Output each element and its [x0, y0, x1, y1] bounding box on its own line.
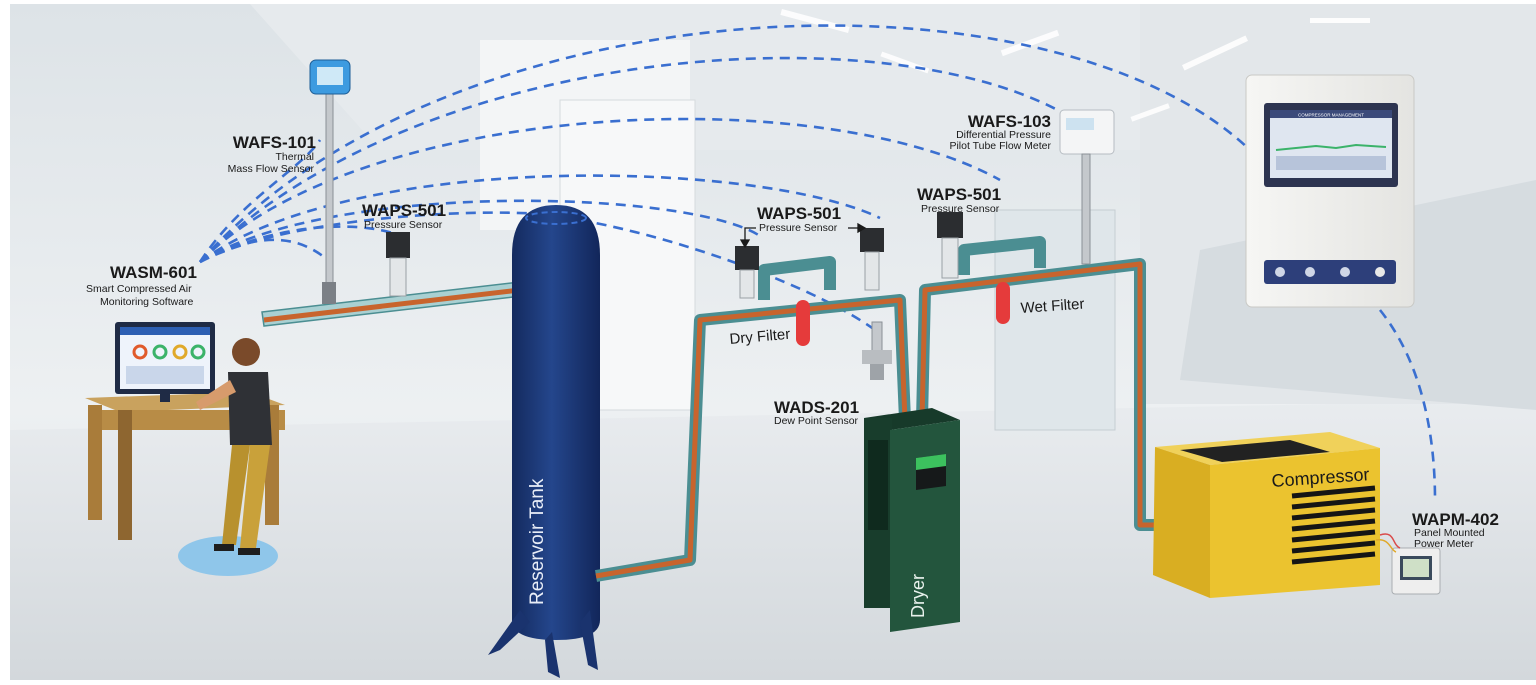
label-wasm: WASM-601 Smart Compressed Air Monitoring…: [86, 263, 197, 308]
wafs103-desc-2: Pilot Tube Flow Meter: [949, 140, 1051, 152]
label-waps-left: WAPS-501 Pressure Sensor: [362, 201, 446, 231]
wafs101-desc-2: Mass Flow Sensor: [228, 163, 315, 175]
differential-pressure-flow-meter: [1059, 109, 1115, 265]
workstation: [85, 322, 285, 576]
waps-left-code: WAPS-501: [362, 201, 446, 220]
wapm-desc-1: Panel Mounted: [1414, 527, 1485, 539]
label-wapm: WAPM-402 Panel Mounted Power Meter: [1412, 510, 1499, 550]
wet-filter-label: Wet Filter: [1020, 296, 1085, 317]
wads-desc: Dew Point Sensor: [774, 415, 859, 427]
dry-filter: [796, 300, 810, 346]
label-wads: WADS-201 Dew Point Sensor: [774, 398, 859, 427]
compressor-vent: [1291, 485, 1376, 565]
dew-point-sensor: [862, 321, 892, 380]
waps-left-desc: Pressure Sensor: [364, 219, 443, 231]
dry-filter-label: Dry Filter: [729, 326, 791, 348]
wasm-desc-1: Smart Compressed Air: [86, 283, 192, 295]
compressor-control-panel: COMPRESSOR MANAGEMENT: [1245, 74, 1415, 308]
wasm-code: WASM-601: [110, 263, 197, 282]
dryer-label: Dryer: [908, 574, 928, 618]
wasm-desc-2: Monitoring Software: [100, 296, 194, 308]
wafs101-code: WAFS-101: [233, 133, 316, 152]
wapm-code: WAPM-402: [1412, 510, 1499, 529]
pressure-sensor-left: [386, 232, 410, 297]
pressure-sensor-mid-a: [735, 246, 759, 299]
waps-mid-desc: Pressure Sensor: [759, 222, 838, 234]
wafs103-code: WAFS-103: [968, 112, 1051, 131]
reservoir-tank-label: Reservoir Tank: [527, 478, 548, 605]
waps-mid-arrows: [739, 222, 867, 249]
wet-filter: [996, 282, 1010, 324]
panel-screen-title: COMPRESSOR MANAGEMENT: [1298, 113, 1364, 118]
waps-right-desc: Pressure Sensor: [921, 203, 1000, 215]
power-meter: [1375, 533, 1441, 595]
wapm-desc-2: Power Meter: [1414, 538, 1474, 550]
label-waps-mid: WAPS-501 Pressure Sensor: [739, 204, 867, 249]
waps-right-code: WAPS-501: [917, 185, 1001, 204]
label-wafs103: WAFS-103 Differential Pressure Pilot Tub…: [949, 112, 1051, 152]
label-waps-right: WAPS-501 Pressure Sensor: [917, 185, 1001, 215]
label-wafs101: WAFS-101 Thermal Mass Flow Sensor: [228, 133, 316, 175]
thermal-mass-flow-sensor: [309, 59, 351, 304]
reservoir-tank: Reservoir Tank: [488, 205, 600, 678]
wafs103-desc-1: Differential Pressure: [956, 129, 1051, 141]
dryer: Dryer: [864, 408, 960, 632]
compressor: Compressor: [1153, 432, 1380, 598]
wafs101-desc-1: Thermal: [275, 151, 314, 163]
wads-code: WADS-201: [774, 398, 859, 417]
pressure-sensor-mid-b: [860, 228, 884, 291]
waps-mid-code: WAPS-501: [757, 204, 841, 223]
pressure-sensor-right: [937, 212, 963, 279]
